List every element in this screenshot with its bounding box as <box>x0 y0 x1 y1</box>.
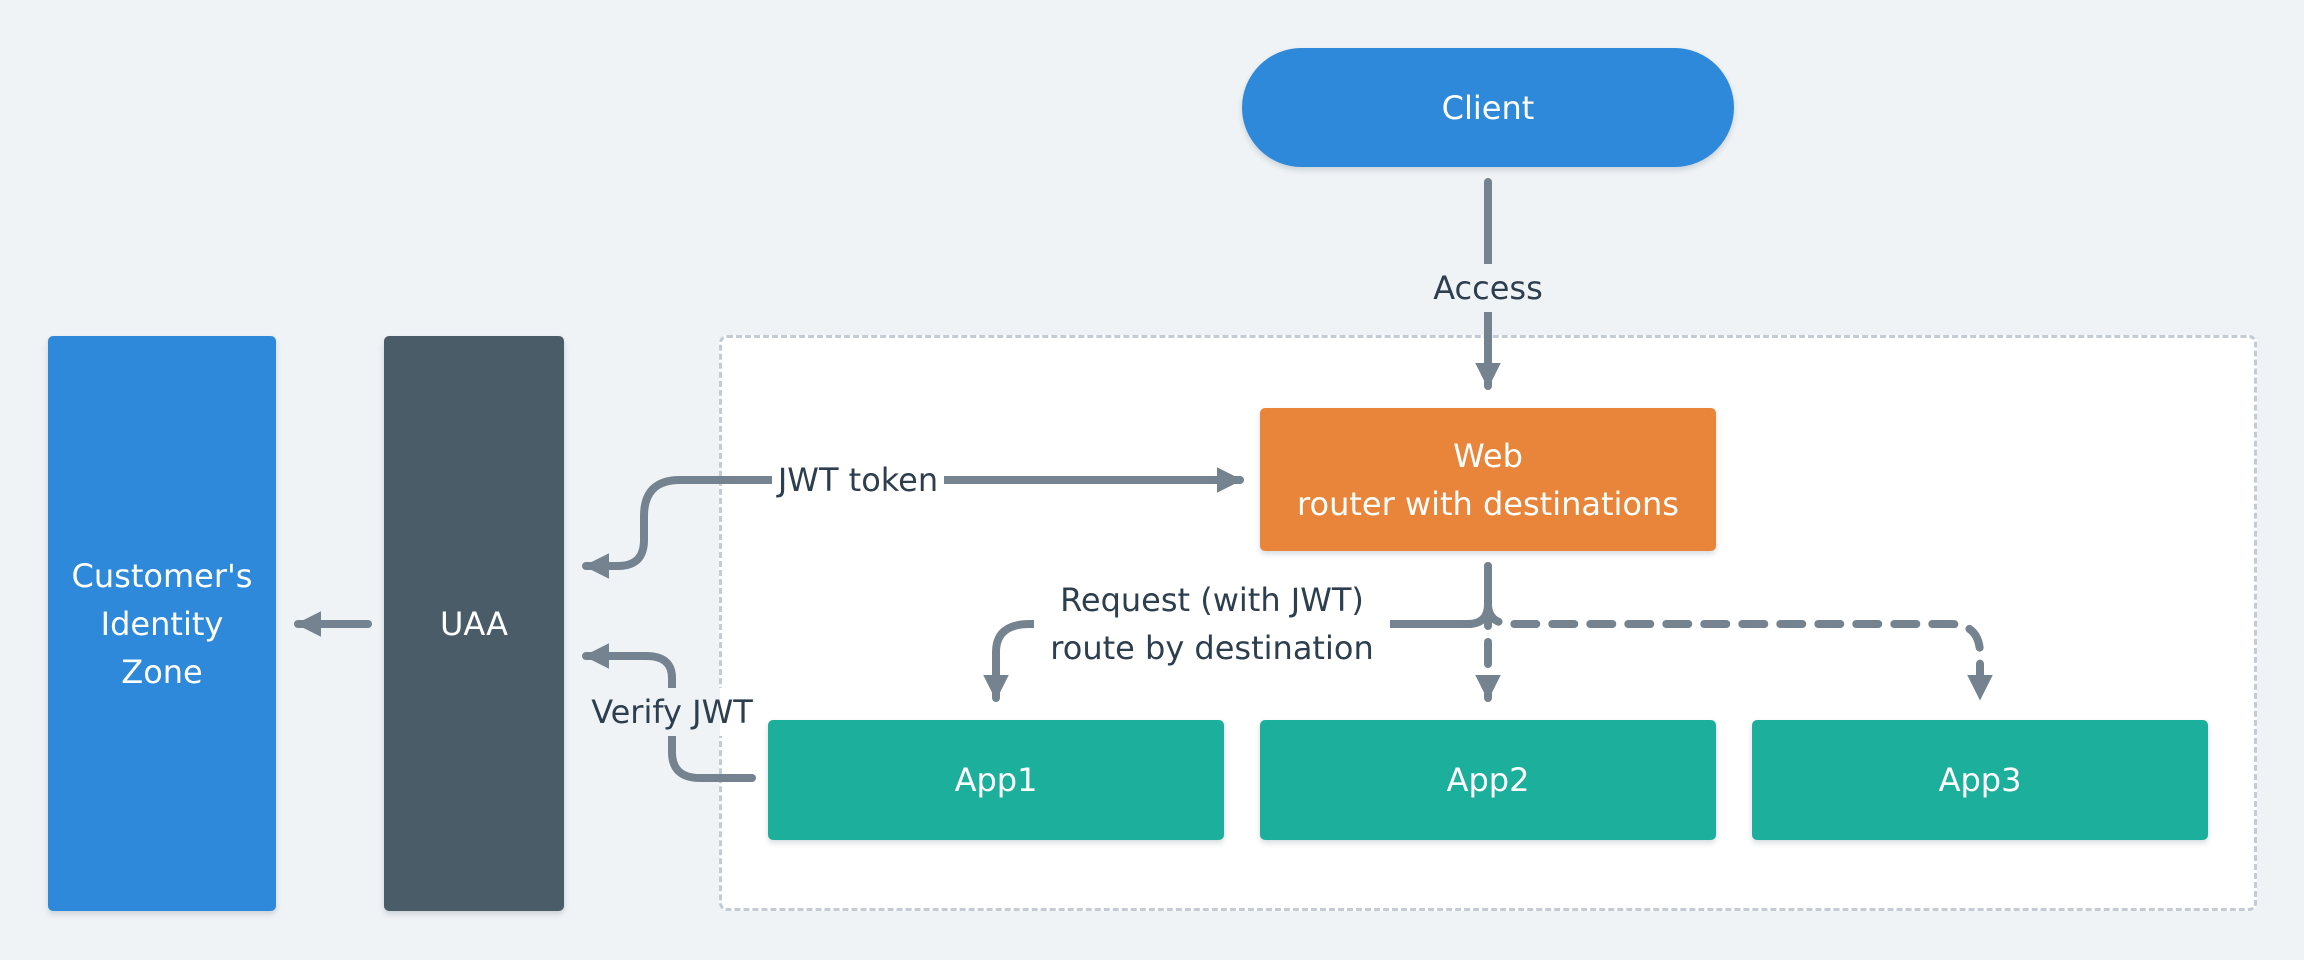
web-router-node: Web router with destinations <box>1260 408 1716 551</box>
access-label: Access <box>1400 264 1576 312</box>
client-node: Client <box>1242 48 1734 167</box>
app3-node: App3 <box>1752 720 2208 840</box>
app2-node: App2 <box>1260 720 1716 840</box>
customer-identity-zone-node: Customer's Identity Zone <box>48 336 276 911</box>
jwt-token-label: JWT token <box>772 456 944 504</box>
verify-jwt-label: Verify JWT <box>584 688 760 736</box>
app1-node: App1 <box>768 720 1224 840</box>
uaa-node: UAA <box>384 336 564 911</box>
request-label: Request (with JWT) route by destination <box>1034 576 1390 672</box>
